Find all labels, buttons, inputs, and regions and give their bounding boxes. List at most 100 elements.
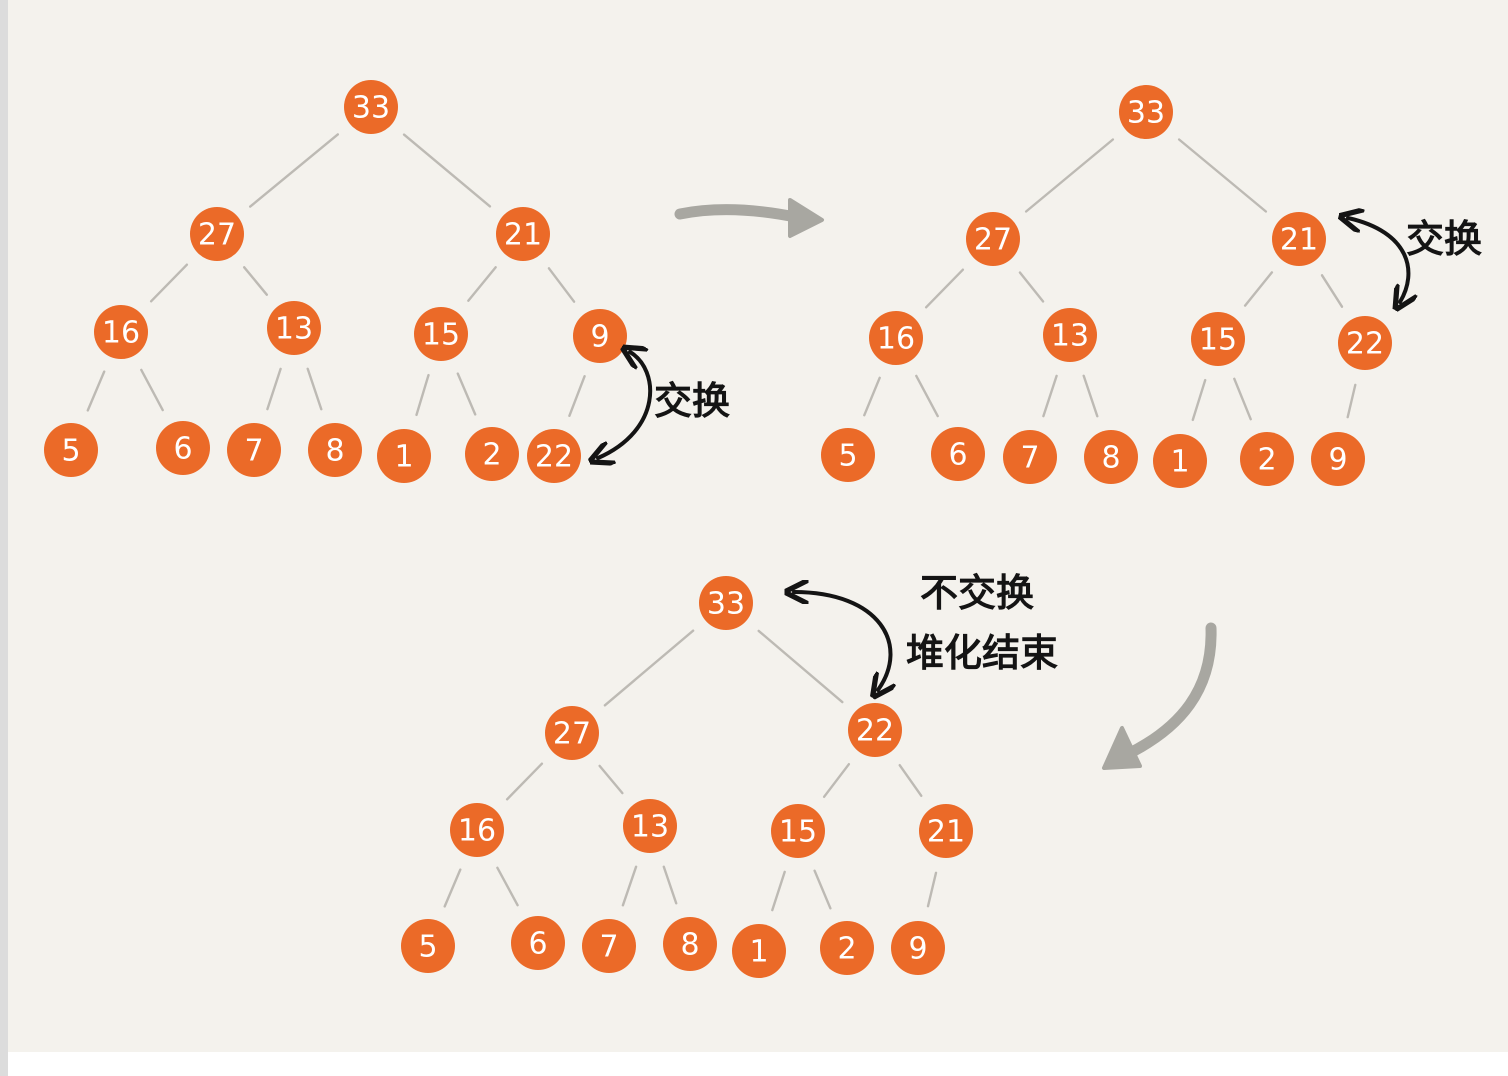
tree-edge <box>1082 374 1099 418</box>
heap-node: 6 <box>931 427 985 481</box>
step-3-annotation: 不交换 堆化结束 <box>794 571 1058 690</box>
flow-arrow-right-icon <box>674 204 801 223</box>
tree-edge <box>598 764 624 795</box>
tree-edge <box>621 865 638 907</box>
heap-node: 16 <box>94 305 148 359</box>
node-value: 9 <box>590 320 609 355</box>
tree-edge <box>926 871 938 908</box>
node-value: 16 <box>877 322 915 357</box>
node-value: 6 <box>173 432 192 467</box>
swap-arrow-icon <box>598 352 653 458</box>
node-circle <box>527 429 581 483</box>
heap-node: 22 <box>1338 316 1392 370</box>
node-value: 27 <box>974 223 1012 258</box>
tree-edge <box>1024 138 1115 213</box>
node-circle <box>44 423 98 477</box>
tree-edge <box>1191 378 1207 422</box>
swap-arrow-icon <box>794 592 890 690</box>
heap-node: 8 <box>663 917 717 971</box>
heap-node: 16 <box>450 803 504 857</box>
heap-node: 6 <box>156 421 210 475</box>
node-circle <box>1003 430 1057 484</box>
flow-arrow-down-left-head-icon <box>1102 726 1142 770</box>
tree-edges <box>86 133 586 417</box>
tree-edge <box>813 869 832 910</box>
node-value: 21 <box>927 815 965 850</box>
heap-node: 21 <box>919 804 973 858</box>
node-circle <box>1272 212 1326 266</box>
heap-node: 15 <box>771 804 825 858</box>
node-value: 22 <box>1346 327 1384 362</box>
heap-node: 9 <box>573 309 627 363</box>
tree-edge <box>603 629 695 707</box>
heap-node: 27 <box>966 212 1020 266</box>
tree-edge <box>1018 271 1045 303</box>
node-value: 6 <box>948 438 967 473</box>
node-value: 21 <box>504 218 542 253</box>
heap-node: 7 <box>1003 430 1057 484</box>
diagram-background <box>8 0 1508 1052</box>
heap-node: 5 <box>44 423 98 477</box>
tree-edge <box>863 376 881 417</box>
heap-node: 15 <box>1191 312 1245 366</box>
node-value: 15 <box>1199 323 1237 358</box>
step-1-swap-annotation: 交换 <box>598 352 730 458</box>
node-value: 7 <box>244 434 263 469</box>
tree-edge <box>467 266 497 302</box>
node-value: 2 <box>837 932 856 967</box>
node-value: 5 <box>418 930 437 965</box>
heap-node: 22 <box>848 703 902 757</box>
heap-node: 9 <box>1311 432 1365 486</box>
node-value: 33 <box>352 91 390 126</box>
node-circle <box>450 803 504 857</box>
heap-node: 6 <box>511 916 565 970</box>
heap-node: 8 <box>308 423 362 477</box>
node-value: 16 <box>458 814 496 849</box>
node-value: 13 <box>1051 319 1089 354</box>
node-value: 27 <box>198 218 236 253</box>
node-value: 5 <box>61 434 80 469</box>
node-circle <box>966 212 1020 266</box>
tree-edge <box>1243 271 1274 307</box>
heap-node: 1 <box>732 924 786 978</box>
node-value: 2 <box>482 438 501 473</box>
node-value: 33 <box>1127 96 1165 131</box>
node-value: 27 <box>553 717 591 752</box>
tree-edge <box>568 375 586 417</box>
node-value: 9 <box>908 932 927 967</box>
step-2-swap-annotation: 交换 <box>1348 217 1482 302</box>
node-circle <box>931 427 985 481</box>
heap-node: 13 <box>623 799 677 853</box>
tree-edge <box>248 133 339 208</box>
node-circle <box>623 799 677 853</box>
heap-node: 2 <box>1240 432 1294 486</box>
heap-node: 27 <box>545 706 599 760</box>
tree-edge <box>415 373 430 417</box>
node-circle <box>1338 316 1392 370</box>
node-circle <box>1043 308 1097 362</box>
node-circle <box>732 924 786 978</box>
node-value: 6 <box>528 927 547 962</box>
tree-edge <box>662 865 678 905</box>
node-value: 16 <box>102 316 140 351</box>
heap-node: 13 <box>267 301 321 355</box>
heap-node: 5 <box>401 919 455 973</box>
node-circle <box>267 301 321 355</box>
node-circle <box>545 706 599 760</box>
step-3-no-swap-note: 不交换 <box>920 571 1034 615</box>
tree-edge <box>1177 138 1268 213</box>
tree-edge <box>771 870 786 912</box>
step-1-swap-note: 交换 <box>654 379 730 423</box>
tree-edge <box>822 763 851 798</box>
node-value: 9 <box>1328 443 1347 478</box>
node-circle <box>1153 434 1207 488</box>
heap-node: 1 <box>1153 434 1207 488</box>
node-circle <box>1084 430 1138 484</box>
heap-node: 33 <box>699 576 753 630</box>
node-circle <box>582 919 636 973</box>
node-circle <box>821 428 875 482</box>
